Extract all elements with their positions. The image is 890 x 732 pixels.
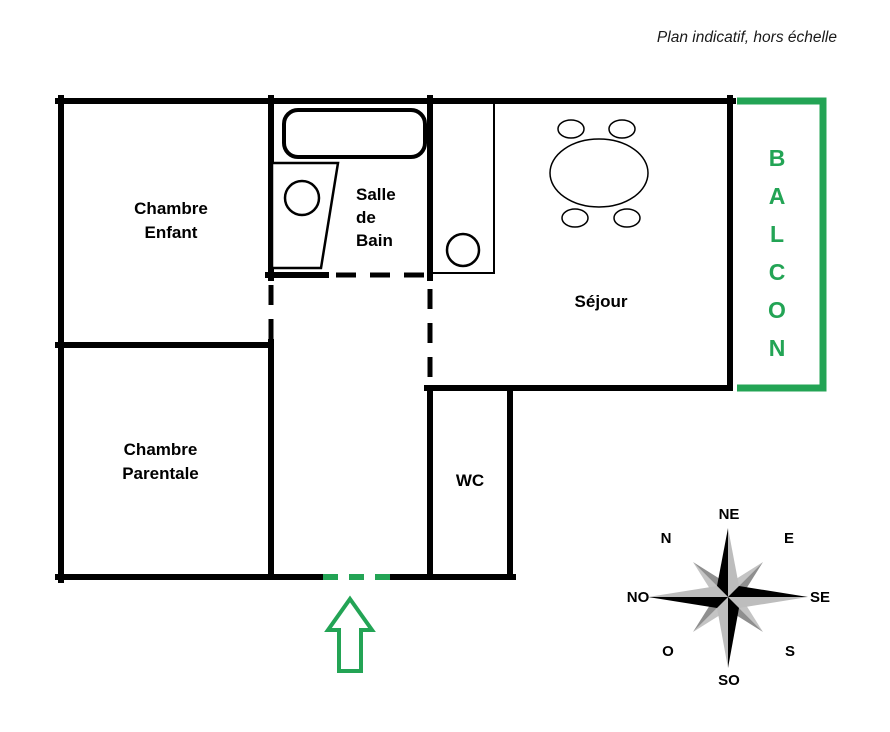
room-label-line: Parentale	[122, 464, 199, 483]
room-label-line: Enfant	[144, 223, 198, 242]
compass-rose-icon	[648, 528, 808, 668]
room-label-line: Salle	[356, 185, 396, 204]
room-label-balcon: B A L C O N	[762, 139, 792, 367]
door-openings	[268, 272, 433, 381]
compass-label-se: SE	[809, 589, 830, 606]
room-label-line: Bain	[356, 231, 393, 250]
compass-label-o: O	[662, 643, 674, 660]
bathroom-sink-icon	[283, 179, 321, 217]
room-label-line: Chambre	[123, 440, 198, 459]
compass-label-e: E	[783, 530, 794, 547]
entrance-arrow-icon	[324, 595, 376, 673]
compass-label-s: S	[784, 643, 795, 660]
chair-icon	[608, 119, 636, 139]
kitchen-sink-icon	[445, 232, 481, 268]
room-label-line: de	[356, 208, 376, 227]
balcon-letter: C	[768, 259, 786, 285]
balcon-letter: O	[768, 297, 786, 323]
compass-label-n: N	[660, 530, 672, 547]
chair-icon	[613, 208, 641, 228]
room-label-line: Chambre	[134, 199, 208, 218]
room-label-chambre-enfant: Chambre Enfant	[101, 197, 241, 245]
table-top	[549, 138, 649, 208]
plan-title: Plan indicatif, hors échelle	[656, 29, 837, 46]
chair-icon	[561, 208, 589, 228]
room-label-sejour: Séjour	[574, 292, 628, 311]
room-label-wc: WC	[455, 471, 485, 490]
balcon-letter: A	[768, 183, 786, 209]
kitchen-counter	[433, 101, 495, 274]
compass-label-no: NO	[626, 589, 650, 606]
compass-label-ne: NE	[718, 506, 740, 523]
balcon-letter: N	[768, 335, 786, 361]
compass-label-so: SO	[718, 672, 740, 689]
balcony-outline	[737, 97, 827, 392]
chair-icon	[557, 119, 585, 139]
room-label-salle-de-bain: Salle de Bain	[356, 183, 426, 252]
dining-table-icon	[549, 119, 649, 228]
balcon-letter: B	[768, 145, 786, 171]
room-label-chambre-parentale: Chambre Parentale	[78, 438, 243, 486]
bathtub-icon	[282, 108, 427, 159]
balcon-letter: L	[769, 221, 785, 247]
